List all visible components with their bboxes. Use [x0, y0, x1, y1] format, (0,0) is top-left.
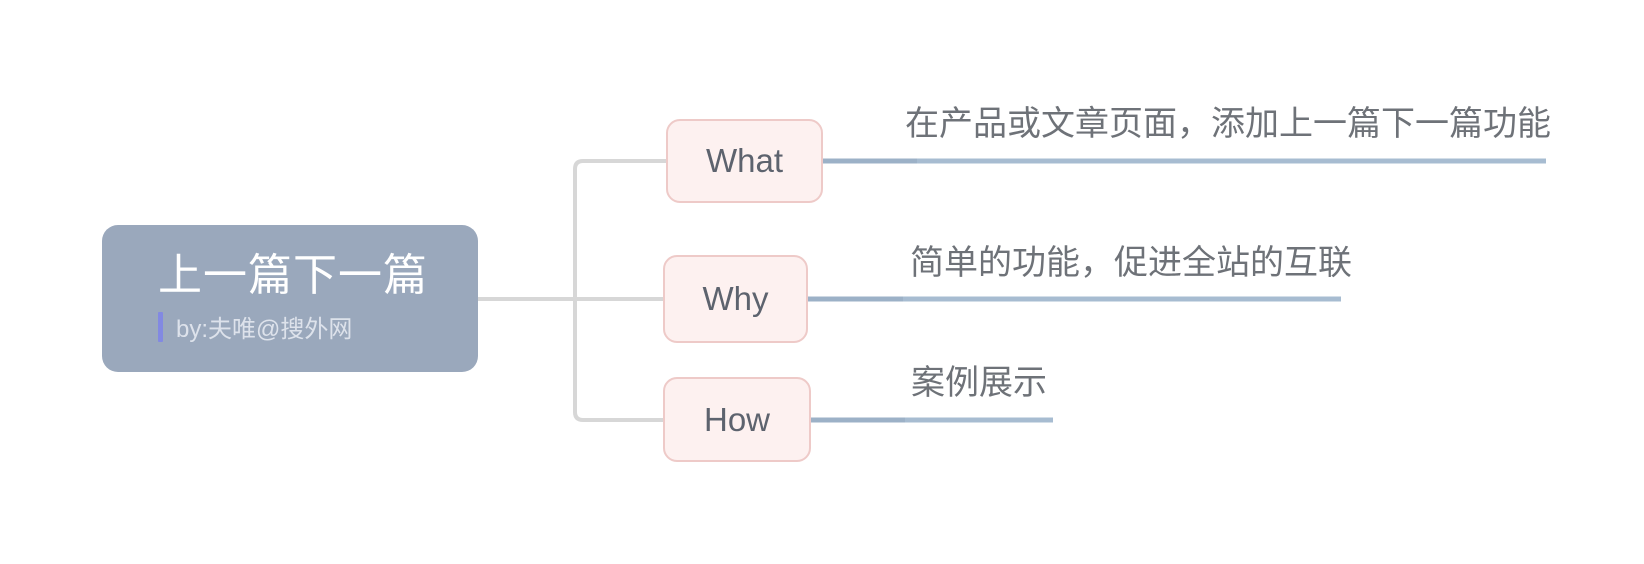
root-topic[interactable]: 上一篇下一篇 by:夫唯@搜外网	[102, 225, 478, 372]
branch-label-why: Why	[702, 280, 769, 317]
subtopic-note-why[interactable]: 简单的功能，促进全站的互联	[910, 244, 1352, 282]
branch-trunk-connector	[573, 159, 666, 422]
root-topic-title: 上一篇下一篇	[158, 250, 428, 300]
branch-label-how: How	[703, 400, 771, 438]
branch-node-what[interactable]: What	[666, 119, 823, 203]
root-byline-text: by:夫唯@搜外网	[176, 316, 353, 344]
subtopic-note-what[interactable]: 在产品或文章页面，添加上一篇下一篇功能	[905, 105, 1551, 143]
subtopic-note-how[interactable]: 案例展示	[911, 364, 1047, 402]
branch-node-how[interactable]: How	[663, 377, 811, 462]
branch-label-what: What	[705, 142, 784, 179]
branch-node-why[interactable]: Why	[663, 255, 808, 343]
root-byline: by:夫唯@搜外网	[158, 309, 478, 344]
byline-accent-bar	[158, 311, 163, 342]
